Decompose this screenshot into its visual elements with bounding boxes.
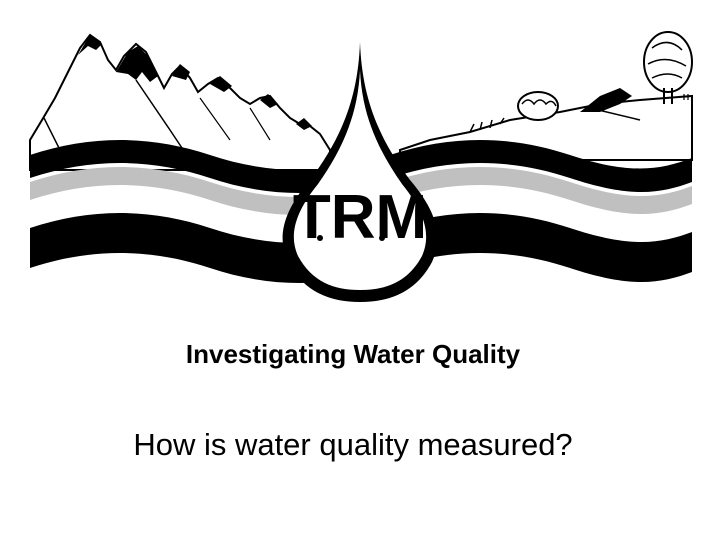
water-drop-icon: TRM bbox=[282, 42, 438, 302]
slide-title: Investigating Water Quality bbox=[185, 339, 521, 369]
trm-logo-illustration: TRM bbox=[29, 31, 693, 302]
logo-letters: TRM bbox=[293, 183, 427, 252]
logo-dot bbox=[379, 235, 385, 241]
slide-subtitle: How is water quality measured? bbox=[133, 427, 573, 462]
mountain-range-icon bbox=[29, 33, 331, 171]
logo-dot bbox=[317, 235, 323, 241]
shrub-icon bbox=[517, 88, 641, 121]
tree-icon bbox=[643, 31, 693, 104]
